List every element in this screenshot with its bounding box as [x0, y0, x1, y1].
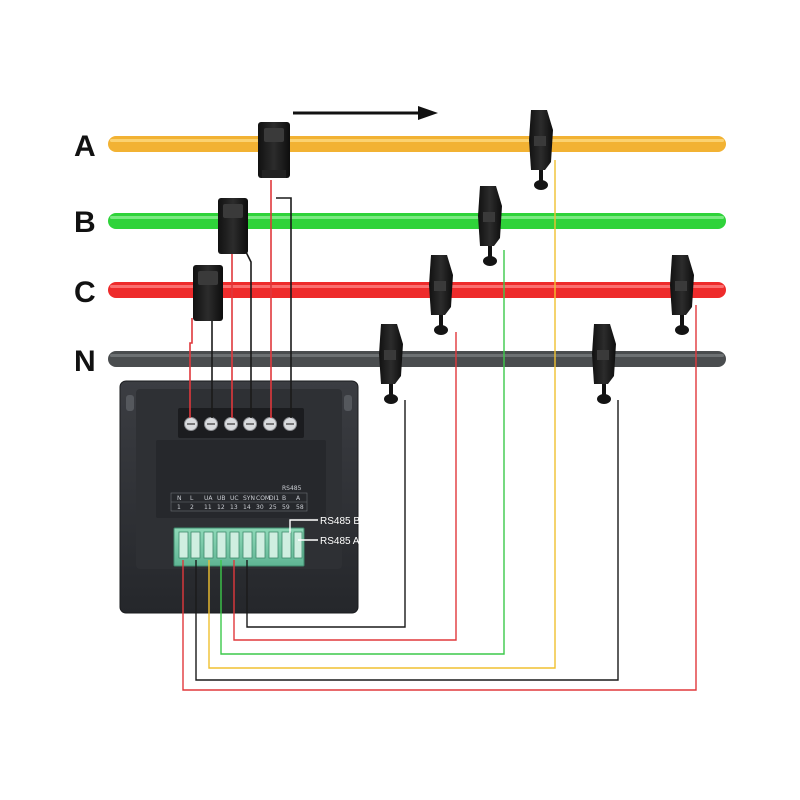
- voltage-terminal-block: [173, 527, 305, 567]
- clamp-neutral-2: [592, 324, 616, 404]
- terminal-number: 1: [177, 504, 181, 511]
- cable-neutral-highlight: [110, 354, 724, 357]
- phase-label-b: B: [74, 206, 96, 239]
- rs485-b-label: RS485 B: [320, 516, 360, 527]
- cable-neutral: [108, 351, 726, 367]
- panel-header-rs485: RS485: [282, 485, 302, 492]
- ct-phase-a: [258, 122, 290, 178]
- rs485-a-label: RS485 A: [320, 536, 360, 547]
- terminal-number: 58: [296, 504, 304, 511]
- terminal-name: A: [296, 495, 301, 502]
- voltage-clamps: [379, 110, 694, 404]
- current-input-terminal-block: [178, 408, 304, 438]
- terminal-name: UB: [217, 495, 226, 502]
- terminal-name: DI1: [269, 495, 279, 502]
- terminal-name: COM: [256, 495, 270, 502]
- phase-label-a: A: [74, 130, 96, 163]
- cable-phase-a-highlight: [110, 139, 724, 142]
- terminal-number: 30: [256, 504, 264, 511]
- terminal-name: UA: [204, 495, 213, 502]
- terminal-name: N: [177, 495, 182, 502]
- clamp-phase-a: [529, 110, 553, 190]
- terminal-number: 59: [282, 504, 290, 511]
- ct-wires: [189, 180, 292, 418]
- terminal-number: 12: [217, 504, 225, 511]
- terminal-number: 13: [230, 504, 238, 511]
- terminal-name: UC: [230, 495, 239, 502]
- clamp-phase-b: [478, 186, 502, 266]
- ct-phase-b: [218, 198, 248, 254]
- rs485-callouts: RS485 B RS485 A: [289, 516, 360, 547]
- phase-label-c: C: [74, 276, 96, 309]
- cable-phase-a: [108, 136, 726, 152]
- terminal-legend: RS485: [170, 485, 308, 512]
- terminal-name: B: [282, 495, 286, 502]
- current-direction-arrow: [293, 106, 438, 120]
- clamp-neutral-1: [379, 324, 403, 404]
- clamp-phase-c-1: [429, 255, 453, 335]
- cable-phase-c-highlight: [110, 285, 724, 288]
- terminal-number: 11: [204, 504, 212, 511]
- clamp-phase-c-2: [670, 255, 694, 335]
- phase-label-n: N: [74, 345, 96, 378]
- cable-phase-b: [108, 213, 726, 229]
- ct-phase-c: [193, 265, 223, 321]
- terminal-number: 25: [269, 504, 277, 511]
- terminal-name: SYN: [243, 495, 255, 502]
- terminal-number: 2: [190, 504, 194, 511]
- terminal-number: 14: [243, 504, 251, 511]
- terminal-name: L: [190, 495, 194, 502]
- voltage-wires: [182, 160, 697, 691]
- cable-phase-b-highlight: [110, 216, 724, 219]
